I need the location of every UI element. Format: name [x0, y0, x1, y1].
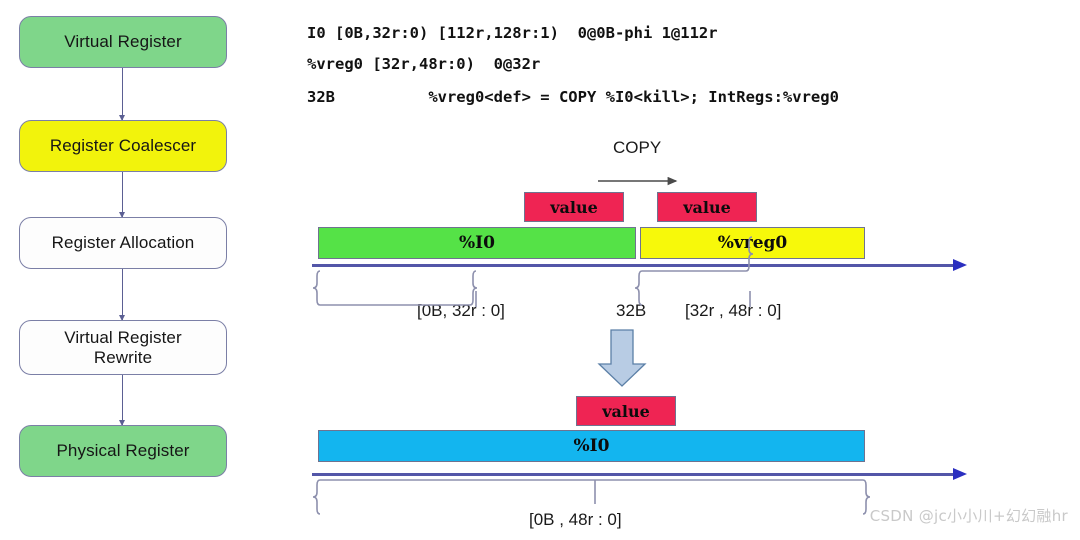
live-range-bar-i0: %I0 — [318, 227, 636, 259]
flow-step-virtual-register-rewrite[interactable]: Virtual Register Rewrite — [19, 320, 227, 375]
value-box-label: value — [683, 197, 731, 217]
flow-step-label: Physical Register — [56, 441, 190, 461]
live-range-bar-label: %I0 — [459, 233, 495, 253]
value-box-source: value — [524, 192, 624, 222]
flow-step-virtual-register[interactable]: Virtual Register — [19, 16, 227, 68]
split-point-label: 32B — [616, 301, 647, 320]
flow-connector-1 — [119, 68, 125, 121]
bracket-range-merged — [312, 479, 871, 515]
flow-step-label: Virtual Register Rewrite — [64, 328, 182, 367]
code-line-livein-vreg0: %vreg0 [32r,48r:0) 0@32r — [307, 55, 541, 73]
copy-label: COPY — [613, 138, 662, 157]
flow-step-label: Register Coalescer — [49, 136, 197, 156]
value-box-label: value — [602, 401, 650, 421]
flow-step-register-allocation[interactable]: Register Allocation — [19, 217, 227, 269]
transform-down-arrow — [597, 329, 647, 387]
flow-connector-3 — [119, 269, 125, 321]
range-label-merged: [0B , 48r : 0] — [529, 510, 622, 529]
code-line-livein-i0: I0 [0B,32r:0) [112r,128r:1) 0@0B-phi 1@1… — [307, 24, 718, 42]
live-range-bar-label: %vreg0 — [717, 233, 788, 253]
live-range-bar-vreg0: %vreg0 — [640, 227, 865, 259]
flow-connector-4 — [119, 375, 125, 426]
flow-step-label: Virtual Register — [64, 32, 182, 52]
flow-step-physical-register[interactable]: Physical Register — [19, 425, 227, 477]
range-label-i0: [0B, 32r : 0] — [417, 301, 505, 320]
code-line-copy-instruction: 32B %vreg0<def> = COPY %I0<kill>; IntReg… — [307, 88, 839, 106]
flow-step-register-coalescer[interactable]: Register Coalescer — [19, 120, 227, 172]
coalescing-diagram-panel: I0 [0B,32r:0) [112r,128r:1) 0@0B-phi 1@1… — [280, 0, 1080, 540]
flow-step-label: Register Allocation — [51, 233, 195, 253]
value-box-label: value — [550, 197, 598, 217]
pipeline-flowchart: Virtual Register Register Coalescer Regi… — [0, 0, 280, 540]
live-range-bar-merged-i0: %I0 — [318, 430, 865, 462]
live-range-bar-label: %I0 — [573, 436, 610, 456]
value-box-merged: value — [576, 396, 676, 426]
csdn-watermark: CSDN @jc小小川+幻幻融hr — [869, 507, 1068, 525]
range-label-vreg0: [32r , 48r : 0] — [685, 301, 782, 320]
timeline-axis-after — [312, 468, 967, 480]
timeline-axis-before — [312, 259, 967, 271]
value-box-destination: value — [657, 192, 757, 222]
flow-connector-2 — [119, 172, 125, 218]
